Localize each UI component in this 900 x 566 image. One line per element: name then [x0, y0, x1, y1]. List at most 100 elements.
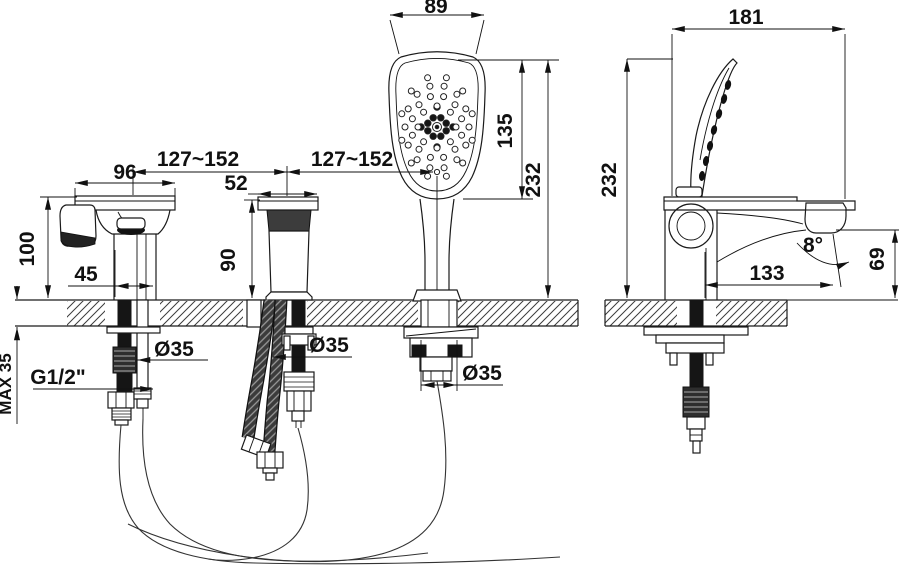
hose-spout	[118, 424, 561, 565]
spray-holes	[398, 74, 476, 180]
dim-head-width: 89	[389, 0, 485, 55]
spray-hole	[453, 90, 461, 98]
spout-outlet	[116, 217, 146, 230]
spout-outlet-side	[804, 202, 847, 234]
dim-label: 232	[598, 162, 621, 197]
spray-hole	[442, 127, 450, 135]
spray-hole	[442, 172, 450, 180]
dim-reach: 133	[704, 252, 834, 298]
braided-hose-2	[263, 299, 287, 453]
shower-underdeck	[403, 299, 479, 382]
dim-label: 232	[522, 162, 545, 197]
dim-hole-shower: Ø35	[420, 340, 503, 391]
valve-handle-top	[266, 209, 312, 232]
spray-hole	[407, 87, 415, 95]
spray-hole	[437, 132, 445, 140]
spray-hole	[429, 114, 437, 122]
dim-label: 52	[224, 172, 247, 195]
spray-hole	[440, 164, 448, 172]
dim-spout-base: 45	[68, 250, 153, 297]
spray-hole	[440, 153, 448, 161]
shower-head-outline	[388, 51, 486, 200]
valve-underdeck	[240, 299, 317, 481]
spray-hole	[424, 127, 432, 135]
dim-label: G1/2"	[30, 366, 85, 389]
valve-base-plate	[257, 196, 319, 211]
shower-holder	[412, 289, 462, 302]
spray-hole	[414, 123, 422, 131]
spray-hole	[459, 159, 467, 167]
spray-hole	[398, 136, 406, 144]
dim-spout-width: 96	[74, 161, 176, 196]
spray-hole	[459, 87, 467, 95]
spray-hole	[407, 159, 415, 167]
side-view-faucet	[663, 58, 856, 300]
hose-shower	[127, 380, 447, 563]
dim-side-height: 232	[598, 58, 673, 299]
spray-hole	[424, 74, 432, 82]
sideview-underdeck	[643, 299, 749, 454]
flexible-hoses	[118, 380, 561, 565]
dim-label: 96	[113, 161, 136, 184]
dim-shower-height: 232	[458, 59, 559, 299]
spray-hole	[413, 90, 421, 98]
spray-hole	[426, 93, 434, 101]
spray-hole	[429, 132, 437, 140]
spray-hole	[426, 164, 434, 172]
g12-hex-nut	[107, 391, 135, 409]
dim-spout-height: 100	[16, 196, 77, 299]
spout-unit-front	[59, 195, 176, 300]
spray-hole	[401, 123, 409, 131]
spray-hole	[446, 138, 454, 146]
braided-hose-1	[242, 299, 276, 439]
dim-label: 90	[217, 248, 240, 271]
side-knob	[675, 186, 703, 198]
spout-underdeck	[106, 299, 161, 426]
spray-hole	[453, 156, 461, 164]
spout-base-plate	[74, 195, 176, 211]
dim-depth: 181	[671, 6, 846, 199]
dim-label: 45	[74, 263, 98, 286]
dim-deck-max: MAX 35	[0, 286, 21, 424]
dim-pitch-right: 127~152	[286, 148, 434, 176]
valve-unit-front	[257, 196, 319, 301]
spray-hole	[420, 108, 428, 116]
dim-label: 89	[424, 0, 447, 18]
spray-hole	[458, 131, 466, 139]
hose-tube	[142, 418, 429, 562]
dim-label: 133	[749, 262, 784, 285]
spray-hole	[433, 144, 441, 152]
dim-hole-valve: Ø35	[272, 334, 352, 361]
spray-hole	[451, 101, 459, 109]
spray-hole	[398, 110, 406, 118]
spray-hole	[462, 105, 470, 113]
spray-hole	[404, 141, 412, 149]
spray-hole	[437, 114, 445, 122]
water-stream-line	[832, 233, 842, 288]
spray-hole	[452, 123, 460, 131]
dim-label: Ø35	[462, 362, 502, 385]
dim-label: 135	[494, 113, 517, 148]
dim-stream-angle: 8°	[796, 234, 850, 270]
spray-hole	[420, 138, 428, 146]
spray-hole	[413, 156, 421, 164]
spray-hole	[415, 145, 423, 153]
spray-hole	[434, 124, 440, 130]
dim-label: 8°	[803, 234, 823, 257]
spray-hole	[442, 119, 450, 127]
hose-valve	[207, 427, 309, 561]
dim-drop: 69	[836, 229, 899, 299]
dim-label: Ø35	[309, 334, 349, 357]
dim-label: Ø35	[154, 338, 194, 361]
dim-label: 127~152	[311, 148, 393, 171]
spray-hole	[465, 123, 473, 131]
spray-hole	[424, 172, 432, 180]
dim-label: 69	[866, 247, 889, 270]
spray-hole	[433, 102, 441, 110]
spray-hole	[440, 82, 448, 90]
spray-hole	[408, 115, 416, 123]
dim-pitch-left: 127~152	[132, 148, 288, 196]
spray-hole	[408, 131, 416, 139]
